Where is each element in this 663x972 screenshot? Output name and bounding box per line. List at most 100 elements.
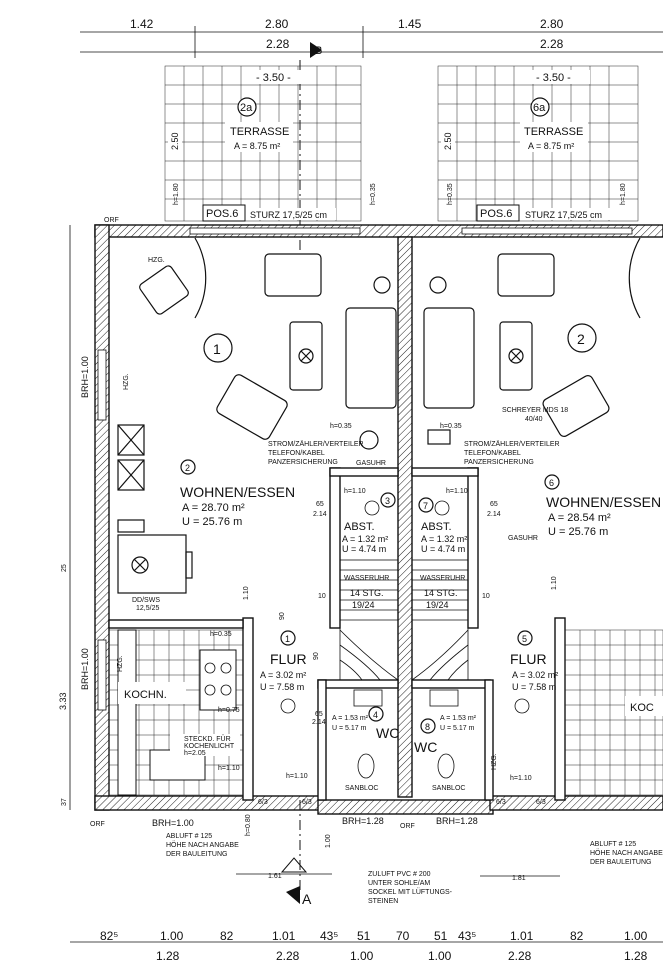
room-wc-right: 8 A = 1.53 m² U = 5.17 m WC	[414, 689, 477, 779]
terrace-left-pos: POS.6	[206, 208, 238, 220]
kitchen-left: KOCHN. STECKD. FÜR KOCHENLICHT h=2.05	[108, 629, 244, 796]
bottom-dim-a11: 82	[570, 929, 584, 943]
terrace-left-width: - 3.50 -	[256, 72, 291, 84]
dim-110-right: 1.10	[551, 576, 558, 590]
wc-right-perimeter: U = 5.17 m	[440, 725, 475, 732]
wc-left-number: 4	[373, 710, 378, 720]
terrace-right-sill2: h=1.80	[620, 183, 627, 205]
dd-sws-2: 12,5/25	[136, 605, 159, 612]
orf-mid: ORF	[400, 823, 415, 830]
abluft-right-3: DER BAULEITUNG	[590, 859, 651, 866]
bottom-dim-181: 1.81	[512, 875, 526, 882]
kitchen-right: KOC	[564, 629, 663, 796]
abluft-left-2: HÖHE NACH ANGABE	[166, 841, 239, 849]
stair-left-steps: 14 STG.	[350, 588, 384, 598]
bottom-dim-a3: 82	[220, 929, 234, 943]
unit-2-number: 2	[577, 331, 585, 347]
water-right: WASSERUHR	[420, 575, 465, 582]
bottom-dim-a9: 43⁵	[458, 929, 476, 943]
h080: h=0.80	[245, 814, 252, 836]
brh-bottom-mid-right: BRH=1.28	[436, 816, 478, 826]
store-right-name: ABST.	[421, 521, 452, 533]
terrace-left-number: 2a	[240, 102, 253, 114]
brh-left-mid: BRH=1.00	[80, 648, 90, 690]
living-right-perimeter: U = 25.76 m	[548, 526, 608, 538]
meter-right-2: TELEFON/KABEL	[464, 450, 521, 457]
wc-left-perimeter: U = 5.17 m	[332, 725, 367, 732]
terrace-left-area: A = 8.75 m²	[234, 141, 280, 151]
bottom-dim-a8: 51	[434, 929, 448, 943]
room-hall-right: 5 FLUR A = 3.02 m² U = 7.58 m	[510, 630, 558, 714]
abluft-right-1: ABLUFT # 125	[590, 841, 636, 848]
sanbloc-left: SANBLOC	[345, 785, 378, 792]
h035-left: h=0.35	[330, 423, 352, 430]
hall-left-perimeter: U = 7.58 m	[260, 682, 304, 692]
dim-63-c: 6/3	[496, 799, 506, 806]
wc-right-name: WC	[414, 739, 437, 755]
furniture-left	[117, 237, 397, 594]
dim-10-left: 10	[318, 593, 326, 600]
terrace-right-width: - 3.50 -	[536, 72, 571, 84]
h110-left: h=1.10	[344, 488, 366, 495]
bottom-dim-a10: 1.01	[510, 929, 534, 943]
section-label-a: A	[302, 891, 312, 907]
room-hall-left: 1 FLUR A = 3.02 m² U = 7.58 m	[260, 630, 307, 714]
store-right-perimeter: U = 4.74 m	[421, 544, 465, 554]
terrace-right: - 3.50 - 6a TERRASSE A = 8.75 m² 2.50 PO…	[437, 65, 639, 222]
wc-right-area: A = 1.53 m²	[440, 715, 477, 722]
top-dim-3: 1.45	[398, 17, 422, 31]
furniture-right	[423, 237, 641, 445]
hall-right-perimeter: U = 7.58 m	[512, 682, 556, 692]
stair-right-steps: 14 STG.	[424, 588, 458, 598]
bottom-dim-a6: 51	[357, 929, 371, 943]
brh-bottom-left: BRH=1.00	[152, 818, 194, 828]
bottom-dim-a5: 43⁵	[320, 929, 338, 943]
meter-note-right: STROM/ZÄHLER/VERTEILER TELEFON/KABEL PAN…	[464, 440, 560, 466]
left-dim-25: 25	[61, 564, 68, 572]
dim-63-d: 6/3	[536, 799, 546, 806]
schreyer-1: SCHREYER MDS 18	[502, 407, 568, 414]
water-left: WASSERUHR	[344, 575, 389, 582]
hzg-right: HZG.	[491, 753, 498, 770]
dim-10-right: 10	[482, 593, 490, 600]
terrace-left: - 3.50 - 2a TERRASSE A = 8.75 m² 2.50 PO…	[164, 65, 377, 222]
section-label-b: B	[315, 45, 322, 57]
steckdose-2: KOCHENLICHT	[184, 743, 235, 750]
section-marker-a: A	[280, 800, 312, 907]
dim-65-right: 65	[490, 501, 498, 508]
meter-left-3: PANZERSICHERUNG	[268, 459, 338, 466]
h110-kitchen: h=1.10	[218, 765, 240, 772]
dim-65-wc: 65	[315, 711, 323, 718]
store-right-area: A = 1.32 m²	[421, 534, 467, 544]
living-left-number: 2	[185, 463, 190, 473]
left-dimension-chain: 25 3.33 37	[58, 225, 71, 810]
terrace-right-name: TERRASSE	[524, 126, 583, 138]
living-left-name: WOHNEN/ESSEN	[180, 484, 295, 500]
h110-bottom: h=1.10	[286, 773, 308, 780]
store-left-perimeter: U = 4.74 m	[342, 544, 386, 554]
top-dim-2: 2.80	[265, 17, 289, 31]
room-store-right: 7 ABST. A = 1.32 m² U = 4.74 m	[418, 497, 467, 554]
living-right-number: 6	[549, 478, 554, 488]
abluft-left-3: DER BAULEITUNG	[166, 851, 227, 858]
bottom-dim-a1: 82⁵	[100, 929, 118, 943]
dim-214-wc: 2.14	[312, 719, 326, 726]
h075: h=0.75	[218, 707, 240, 714]
dd-sws-1: DD/SWS	[132, 597, 160, 604]
gasuhr-right: GASUHR	[508, 535, 538, 542]
bottom-dim-b5: 2.28	[508, 949, 532, 963]
steckdose-1: STECKD. FÜR	[184, 735, 231, 743]
room-living-right: 6 WOHNEN/ESSEN A = 28.54 m² U = 25.76 m	[544, 474, 661, 538]
exterior-walls	[94, 224, 663, 815]
store-left-number: 3	[385, 496, 390, 506]
terrace-left-sill2: h=0.35	[370, 183, 377, 205]
terrace-right-pos: POS.6	[480, 208, 512, 220]
terrace-left-lintel: STURZ 17,5/25 cm	[250, 210, 327, 220]
bottom-dim-b6: 1.28	[624, 949, 648, 963]
zuluft-4: STEINEN	[368, 898, 398, 905]
meter-right-1: STROM/ZÄHLER/VERTEILER	[464, 440, 560, 448]
hall-left-number: 1	[285, 634, 290, 644]
top-dim-4: 2.80	[540, 17, 564, 31]
stair-right-ratio: 19/24	[426, 600, 449, 610]
